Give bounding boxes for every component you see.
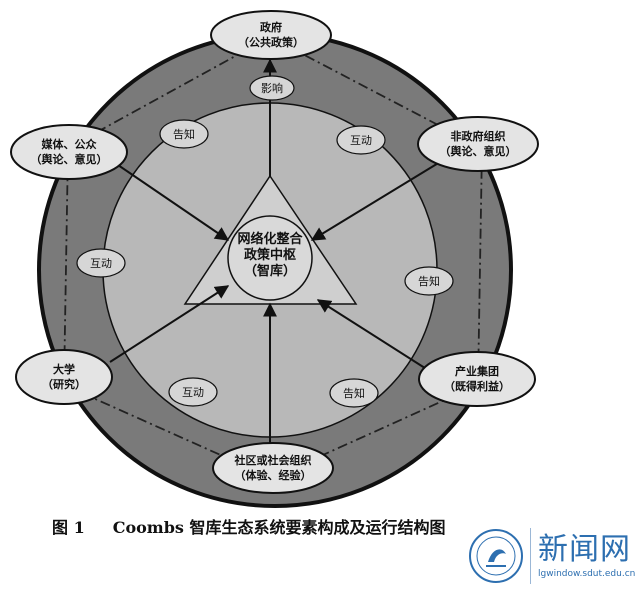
- svg-text:非政府组织: 非政府组织: [451, 129, 506, 143]
- ecosystem-diagram: 影响 告知 互动 互动 告知 互动 告知 网络化整合 政策中枢 （智库） 政府 …: [10, 10, 539, 508]
- node-community: 社区或社会组织 （体验、经验）: [212, 442, 334, 494]
- node-university: 大学 （研究）: [15, 349, 113, 405]
- center-node: 网络化整合 政策中枢 （智库）: [237, 231, 303, 279]
- label-inform-bottom: 告知: [329, 378, 379, 408]
- svg-text:互动: 互动: [90, 257, 112, 270]
- label-interact-bottom-left: 互动: [168, 377, 218, 407]
- figure-title: Coombs 智库生态系统要素构成及运行结构图: [112, 518, 446, 537]
- svg-text:告知: 告知: [418, 274, 440, 288]
- svg-text:（舆论、意见）: （舆论、意见）: [31, 152, 108, 166]
- label-inform-top-left: 告知: [159, 119, 209, 149]
- node-media: 媒体、公众 （舆论、意见）: [10, 124, 128, 180]
- label-inform-right: 告知: [404, 266, 454, 296]
- svg-text:政府: 政府: [260, 20, 282, 34]
- svg-text:政策中枢: 政策中枢: [244, 247, 296, 263]
- arrow-university-to-center: [109, 285, 230, 363]
- svg-text:产业集团: 产业集团: [455, 364, 499, 378]
- label-interact-top-right: 互动: [336, 125, 386, 155]
- figure-number: 图 1: [52, 518, 85, 537]
- center-circle: [227, 215, 313, 301]
- watermark-title: 新闻网: [538, 532, 631, 567]
- figure-caption: 图 1 Coombs 智库生态系统要素构成及运行结构图: [52, 514, 446, 538]
- svg-text:互动: 互动: [350, 134, 372, 147]
- watermark: 新闻网 lgwindow.sdut.edu.cn: [468, 522, 636, 590]
- label-influence: 影响: [249, 75, 295, 101]
- svg-text:互动: 互动: [182, 386, 204, 399]
- svg-text:大学: 大学: [53, 362, 75, 376]
- watermark-divider: [530, 528, 531, 584]
- node-industry: 产业集团 （既得利益）: [418, 351, 536, 407]
- svg-text:（公共政策）: （公共政策）: [238, 35, 304, 49]
- svg-text:（既得利益）: （既得利益）: [444, 379, 510, 393]
- arrow-ngo-to-center: [310, 161, 441, 241]
- label-interact-left: 互动: [76, 248, 126, 278]
- svg-text:（研究）: （研究）: [42, 377, 86, 391]
- svg-text:影响: 影响: [261, 82, 283, 95]
- svg-text:告知: 告知: [343, 386, 365, 400]
- seal-icon: [469, 529, 523, 583]
- node-government: 政府 （公共政策）: [210, 10, 332, 60]
- arrow-industry-to-center: [316, 299, 429, 371]
- arrow-media-to-center: [117, 164, 230, 241]
- svg-text:告知: 告知: [173, 127, 195, 141]
- svg-text:（智库）: （智库）: [244, 263, 296, 279]
- svg-text:社区或社会组织: 社区或社会组织: [234, 453, 312, 467]
- watermark-url: lgwindow.sdut.edu.cn: [538, 569, 636, 579]
- node-ngo: 非政府组织 （舆论、意见）: [417, 116, 539, 172]
- svg-text:（体验、经验）: （体验、经验）: [235, 468, 312, 482]
- svg-text:（舆论、意见）: （舆论、意见）: [440, 144, 517, 158]
- svg-text:网络化整合: 网络化整合: [237, 231, 303, 247]
- svg-text:媒体、公众: 媒体、公众: [41, 137, 98, 151]
